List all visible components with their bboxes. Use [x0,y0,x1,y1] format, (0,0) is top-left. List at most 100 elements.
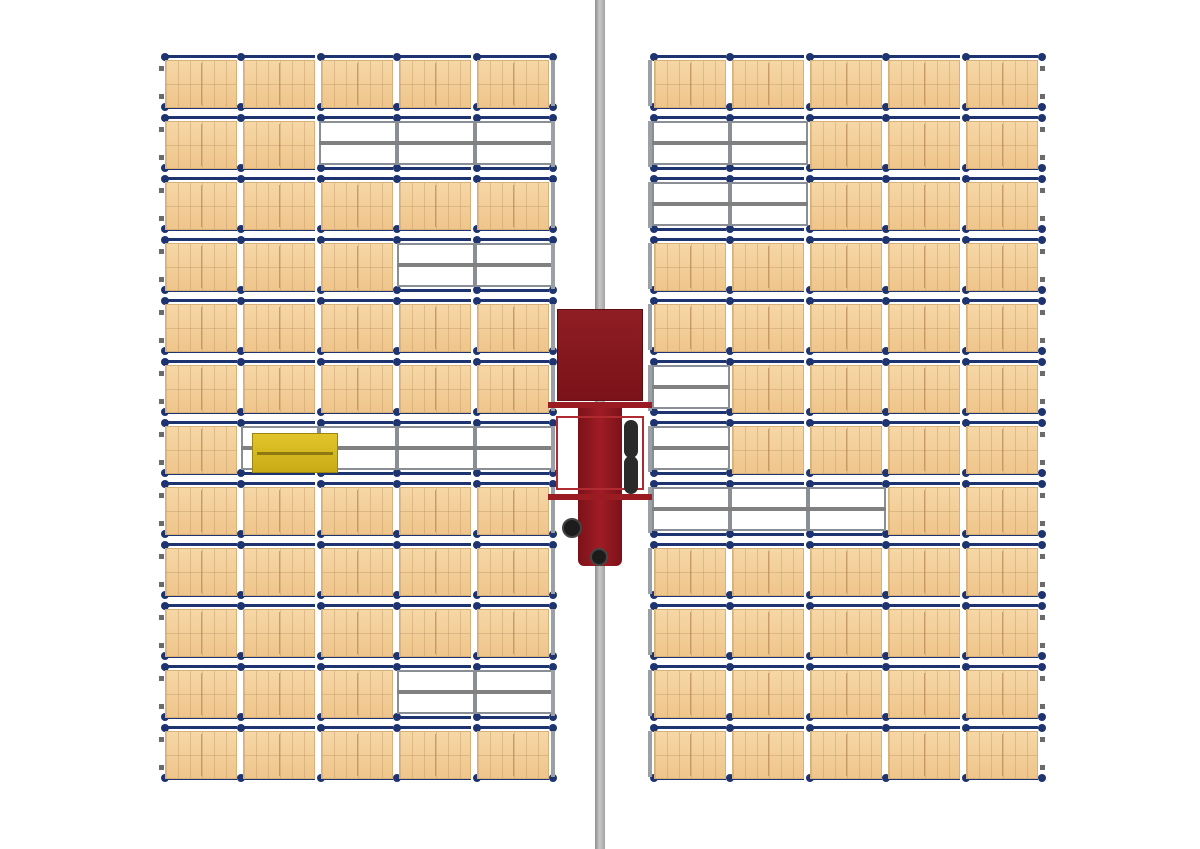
pallet[interactable] [888,182,960,230]
pallet[interactable] [654,731,726,779]
pallet[interactable] [654,304,726,352]
pallet[interactable] [810,121,882,169]
pallet[interactable] [243,304,315,352]
pallet[interactable] [477,731,549,779]
pallet[interactable] [810,731,882,779]
pallet[interactable] [399,609,471,657]
pallet[interactable] [732,426,804,474]
pallet[interactable] [165,487,237,535]
pallet[interactable] [165,304,237,352]
pallet[interactable] [243,243,315,291]
pallet[interactable] [654,243,726,291]
pallet[interactable] [966,243,1038,291]
pallet[interactable] [810,304,882,352]
pallet[interactable] [165,243,237,291]
pallet[interactable] [732,304,804,352]
pallet[interactable] [165,60,237,108]
pallet[interactable] [321,304,393,352]
pallet[interactable] [966,365,1038,413]
pallet[interactable] [477,365,549,413]
pallet[interactable] [243,548,315,596]
pallet[interactable] [810,182,882,230]
pallet[interactable] [888,365,960,413]
pallet[interactable] [654,670,726,718]
pallet[interactable] [810,365,882,413]
pallet[interactable] [732,670,804,718]
pallet[interactable] [321,60,393,108]
pallet[interactable] [654,609,726,657]
pallet[interactable] [888,731,960,779]
pallet[interactable] [966,609,1038,657]
pallet[interactable] [321,243,393,291]
pallet[interactable] [888,121,960,169]
pallet[interactable] [966,121,1038,169]
pallet[interactable] [732,609,804,657]
pallet[interactable] [399,731,471,779]
pallet[interactable] [966,487,1038,535]
pallet[interactable] [321,487,393,535]
pallet[interactable] [399,487,471,535]
crane-mast[interactable] [578,402,622,566]
pallet[interactable] [732,365,804,413]
pallet[interactable] [966,548,1038,596]
pallet[interactable] [732,548,804,596]
pallet[interactable] [399,182,471,230]
pallet[interactable] [165,731,237,779]
pallet[interactable] [810,670,882,718]
pallet[interactable] [477,487,549,535]
shuttle-vehicle[interactable] [252,433,338,473]
pallet[interactable] [243,182,315,230]
pallet[interactable] [654,60,726,108]
pallet[interactable] [966,670,1038,718]
pallet[interactable] [888,548,960,596]
pallet[interactable] [477,609,549,657]
pallet[interactable] [321,365,393,413]
pallet[interactable] [243,121,315,169]
crane-cab[interactable] [557,309,643,401]
pallet[interactable] [165,609,237,657]
pallet[interactable] [165,548,237,596]
pallet[interactable] [966,304,1038,352]
pallet[interactable] [165,426,237,474]
pallet[interactable] [810,548,882,596]
pallet[interactable] [888,487,960,535]
pallet[interactable] [888,670,960,718]
pallet[interactable] [810,426,882,474]
pallet[interactable] [243,670,315,718]
pallet[interactable] [654,548,726,596]
pallet[interactable] [321,731,393,779]
pallet[interactable] [243,365,315,413]
pallet[interactable] [243,60,315,108]
pallet[interactable] [321,609,393,657]
pallet[interactable] [966,731,1038,779]
pallet[interactable] [477,60,549,108]
pallet[interactable] [888,304,960,352]
pallet[interactable] [477,304,549,352]
pallet[interactable] [165,365,237,413]
pallet[interactable] [477,182,549,230]
pallet[interactable] [165,182,237,230]
pallet[interactable] [810,243,882,291]
pallet[interactable] [732,731,804,779]
pallet[interactable] [966,426,1038,474]
pallet[interactable] [321,670,393,718]
pallet[interactable] [399,304,471,352]
pallet[interactable] [888,609,960,657]
pallet[interactable] [966,182,1038,230]
pallet[interactable] [243,487,315,535]
pallet[interactable] [165,121,237,169]
pallet[interactable] [321,182,393,230]
pallet[interactable] [888,426,960,474]
pallet[interactable] [810,60,882,108]
pallet[interactable] [399,365,471,413]
pallet[interactable] [243,609,315,657]
pallet[interactable] [732,60,804,108]
pallet[interactable] [165,670,237,718]
pallet[interactable] [888,60,960,108]
pallet[interactable] [966,60,1038,108]
pallet[interactable] [732,243,804,291]
pallet[interactable] [243,731,315,779]
pallet[interactable] [321,548,393,596]
pallet[interactable] [399,60,471,108]
pallet[interactable] [399,548,471,596]
